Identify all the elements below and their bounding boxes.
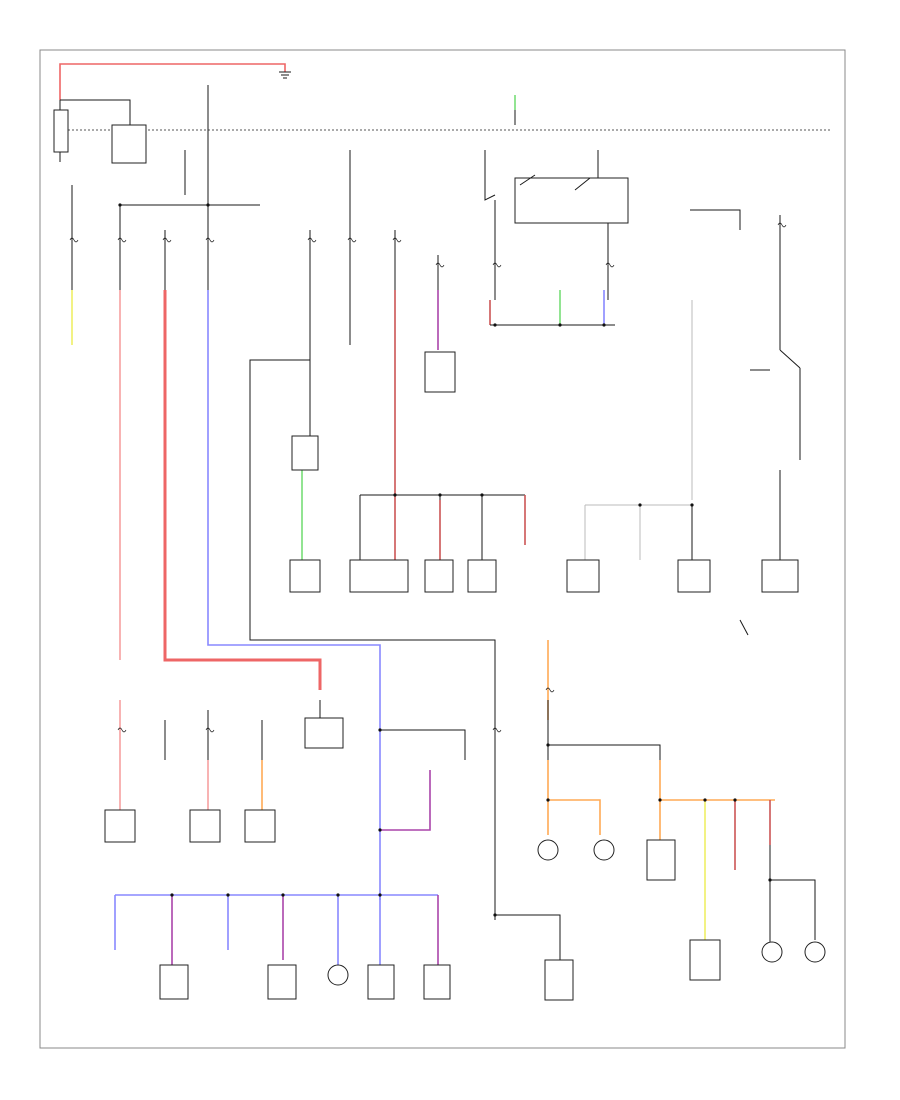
module-box-b4 <box>159 964 189 1000</box>
module-box-b5 <box>267 964 297 1000</box>
lamp-symbol-3 <box>593 839 615 861</box>
battery-symbol <box>53 109 69 153</box>
lamp-symbol-4 <box>761 941 783 963</box>
lamp-symbol-5 <box>804 941 826 963</box>
lamp-symbol-2 <box>537 839 559 861</box>
blue-wire-1 <box>207 290 381 700</box>
top-ground-symbol <box>279 71 291 79</box>
module-box-b1 <box>104 809 136 843</box>
module-box-b8 <box>544 959 574 1001</box>
module-box-7 <box>761 559 799 593</box>
fuse-symbols <box>69 222 787 733</box>
purple-wire-2 <box>380 770 431 831</box>
red-wire-1 <box>163 290 322 690</box>
module-box-b6 <box>367 964 395 1000</box>
starter-relay-box <box>111 124 147 164</box>
module-box-b7 <box>423 964 451 1000</box>
module-box-3 <box>424 559 454 593</box>
module-box-b2 <box>189 809 221 843</box>
power-tower-sensor-box <box>291 435 319 471</box>
module-box-1 <box>289 559 321 593</box>
diagram-frame <box>39 49 846 1049</box>
module-box-4 <box>467 559 497 593</box>
module-box-b9 <box>646 839 676 881</box>
battery-positive-feed <box>59 63 286 100</box>
ignition-relay-box <box>514 177 629 224</box>
lamp-symbol-1 <box>327 964 349 986</box>
junction-dots <box>118 203 772 917</box>
module-box-2 <box>349 559 409 593</box>
module-box-6 <box>677 559 711 593</box>
relay-box-bottom <box>304 717 344 749</box>
module-box-b10 <box>689 939 721 981</box>
module-box-b3 <box>244 809 276 843</box>
generator-box <box>424 351 456 393</box>
module-box-5 <box>566 559 600 593</box>
